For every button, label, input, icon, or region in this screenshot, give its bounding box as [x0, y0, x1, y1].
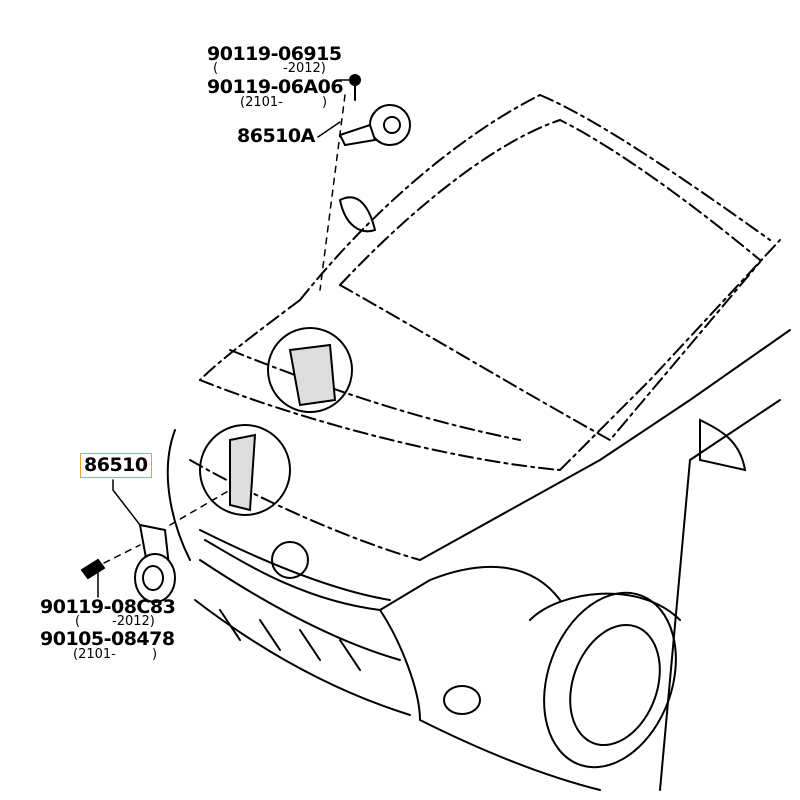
horn-86510a-drawing	[338, 74, 411, 147]
fog-lamp	[443, 685, 481, 715]
range-open-bracket: (	[213, 61, 219, 76]
body-outline	[166, 196, 791, 791]
part-label-86510a[interactable]: 86510A	[237, 125, 315, 147]
part-label-90105-08478[interactable]: 90105-08478	[40, 628, 175, 650]
part-label-90119-08c83[interactable]: 90119-08C83	[40, 596, 176, 618]
part-label-86510-highlighted[interactable]: 86510	[80, 453, 152, 478]
leader-lines	[97, 79, 353, 598]
hood-outline	[189, 94, 781, 561]
range-close-bracket: )	[152, 647, 158, 662]
part-label-90119-06915[interactable]: 90119-06915	[207, 43, 342, 65]
grille	[194, 529, 411, 716]
range-until-2012: -2012)	[112, 614, 155, 629]
range-close-bracket: )	[322, 95, 328, 110]
range-open-bracket: (	[75, 614, 81, 629]
detail-circle-lower	[199, 424, 291, 516]
detail-circle-upper	[267, 327, 353, 413]
horn-86510-drawing	[80, 523, 176, 603]
range-from-2101: (2101-	[240, 95, 283, 110]
range-from-2101: (2101-	[73, 647, 116, 662]
front-wheel	[529, 591, 681, 769]
range-until-2012: -2012)	[283, 61, 326, 76]
part-label-90119-06a06[interactable]: 90119-06A06	[207, 76, 344, 98]
